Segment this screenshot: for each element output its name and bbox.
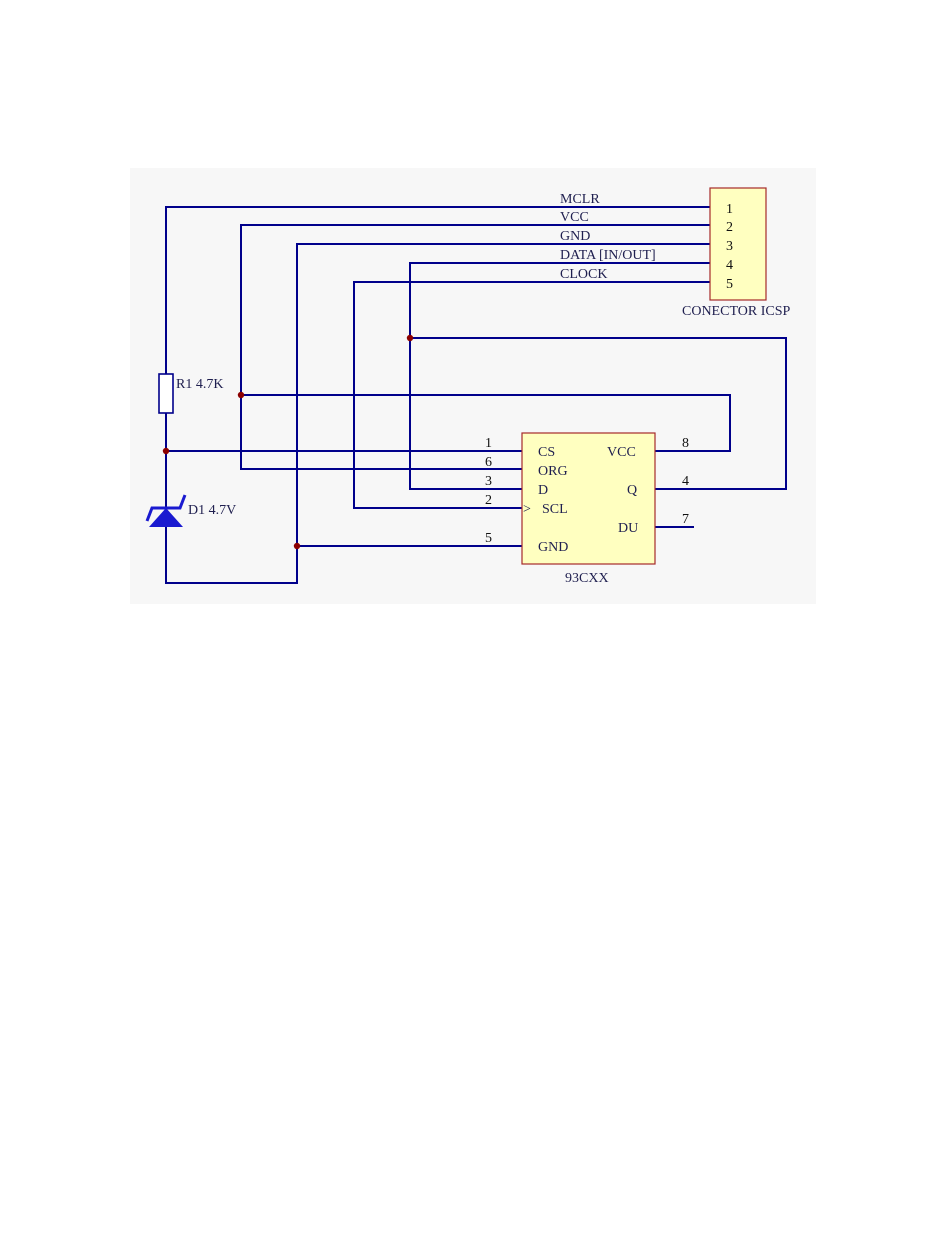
junction-dot [238,392,244,398]
connector-pin-2: 2 [726,220,733,235]
chip-pin-name-vcc: VCC [607,445,636,460]
chip-pin-name-scl: SCL [542,502,568,517]
chip-pin-name-q: Q [627,483,637,498]
chip-label: 93CXX [565,571,609,586]
junction-dot [407,335,413,341]
diode-label: D1 4.7V [188,503,236,518]
resistor-label: R1 4.7K [176,377,223,392]
chip-pin-name-du: DU [618,521,638,536]
signal-label-vcc: VCC [560,210,589,225]
chip-pin-num-scl: 2 [485,493,492,508]
connector-pin-5: 5 [726,277,733,292]
chip-pin-num-q: 4 [682,474,689,489]
signal-label-data: DATA [IN/OUT] [560,248,656,263]
chip-pin-num-org: 6 [485,455,492,470]
connector-body [710,188,766,300]
junction-dot [163,448,169,454]
connector-label: CONECTOR ICSP [682,304,790,319]
connector-pin-1: 1 [726,202,733,217]
chip-pin-name-d: D [538,483,548,498]
chip-pin-num-cs: 1 [485,436,492,451]
chip-pin-name-cs: CS [538,445,555,460]
chip-clock-marker: > [523,502,531,517]
chip-pin-num-du: 7 [682,512,689,527]
connector-pin-3: 3 [726,239,733,254]
junction-dot [294,543,300,549]
resistor-icon [159,374,173,413]
chip-pin-name-gnd: GND [538,540,568,555]
connector-pin-4: 4 [726,258,733,273]
signal-label-mclr: MCLR [560,192,600,207]
chip-pin-name-org: ORG [538,464,568,479]
chip-pin-num-gnd: 5 [485,531,492,546]
chip-pin-num-d: 3 [485,474,492,489]
chip-pin-num-vcc: 8 [682,436,689,451]
signal-label-gnd: GND [560,229,590,244]
signal-label-clock: CLOCK [560,267,607,282]
